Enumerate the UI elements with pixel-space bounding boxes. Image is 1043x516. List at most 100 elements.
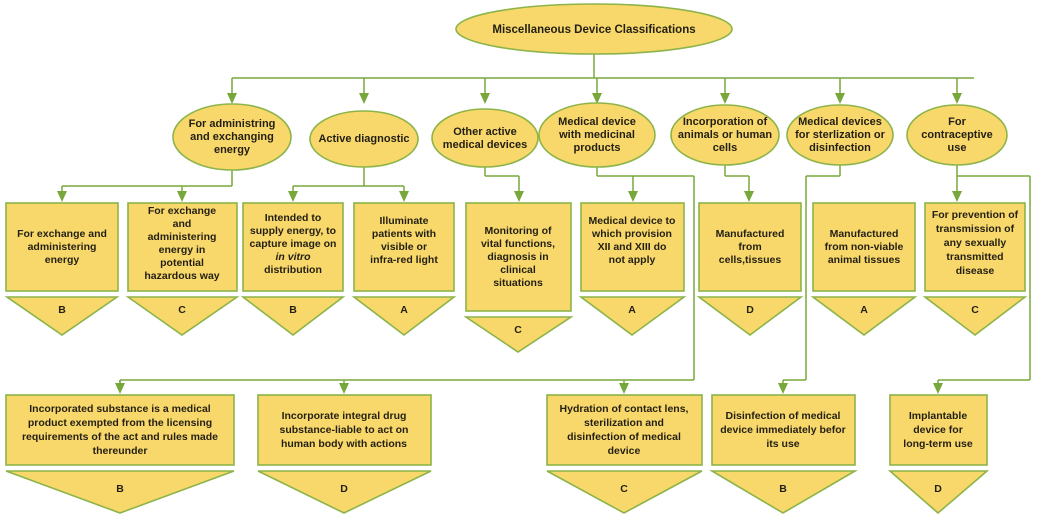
d3-label: distribution (264, 264, 322, 276)
node-e4[interactable]: Disinfection of medical device immediate… (711, 394, 856, 466)
d5-classification: C (514, 324, 522, 336)
d8-classification: A (860, 304, 868, 316)
classification-d5[interactable]: C (463, 316, 574, 353)
classification-d9[interactable]: C (922, 296, 1028, 337)
e2-label: substance-liable to act on (280, 424, 409, 436)
e5-label: long-term use (903, 438, 973, 450)
node-e3[interactable]: Hydration of contact lens, sterilization… (546, 394, 703, 466)
root-label: Miscellaneous Device Classifications (492, 24, 695, 36)
d9-label: transmitted (946, 251, 1003, 263)
d2-label: For exchange (148, 205, 216, 217)
e4-classification: B (779, 483, 787, 495)
arrowhead-e5 (933, 383, 943, 394)
node-cat3[interactable]: Other active medical devices (431, 108, 539, 168)
classification-d6[interactable]: A (578, 296, 687, 336)
classification-d7[interactable]: D (696, 296, 804, 336)
classification-d2[interactable]: C (125, 296, 240, 336)
node-d2[interactable]: For exchange and administering energy in… (127, 202, 238, 292)
classification-d1[interactable]: B (4, 296, 120, 336)
cat6-label: disinfection (809, 142, 871, 154)
classification-e3[interactable]: C (546, 470, 703, 514)
e4-label: its use (766, 438, 799, 450)
classification-e5[interactable]: D (887, 470, 990, 515)
d6-label: not apply (609, 254, 656, 266)
arrowhead-cat4 (592, 93, 602, 104)
cat6-ellipse (786, 104, 894, 166)
e4-triangle (709, 470, 858, 514)
classification-e4[interactable]: B (709, 470, 858, 514)
cat3-label: Other active (453, 126, 517, 138)
node-d1[interactable]: For exchange and administering energy (5, 202, 119, 292)
node-d8[interactable]: Manufactured from non-viable animal tiss… (812, 202, 916, 292)
cat2-ellipse (309, 110, 419, 168)
e3-rect (546, 394, 703, 466)
e2-classification: D (340, 483, 348, 495)
cat1-label: For administring (189, 118, 276, 130)
arrowhead-cat6 (835, 93, 845, 104)
node-cat2[interactable]: Active diagnostic (309, 110, 419, 168)
arrowhead-cat2 (359, 93, 369, 104)
node-cat7[interactable]: For contraceptive use (906, 104, 1008, 166)
e2-rect (257, 394, 432, 466)
connector-cat4-split (596, 164, 695, 380)
node-d9[interactable]: For prevention of transmission of any se… (924, 202, 1026, 292)
d5-label: diagnosis in (487, 251, 548, 263)
e3-label: Hydration of contact lens, (560, 403, 689, 415)
cat6-label: Medical devices (798, 116, 882, 128)
node-d3[interactable]: Intended to supply energy, to capture im… (242, 202, 344, 292)
cat4-label: products (573, 142, 620, 154)
d6-rect (580, 202, 685, 292)
node-d5[interactable]: Monitoring of vital functions, diagnosis… (465, 202, 572, 312)
e1-label: requirements of the act and rules made (22, 431, 218, 443)
d9-label: For prevention of (932, 209, 1019, 221)
connector-bottom-left-bus (119, 379, 694, 386)
node-e1[interactable]: Incorporated substance is a medical prod… (5, 394, 235, 466)
node-e5[interactable]: Implantable device for long-term use (889, 394, 988, 466)
arrowhead-e4 (778, 383, 788, 394)
classification-e2[interactable]: D (257, 470, 432, 514)
d2-triangle (125, 296, 240, 336)
d9-triangle (922, 296, 1028, 337)
classification-d4[interactable]: A (351, 296, 457, 337)
e1-triangle (5, 470, 235, 514)
d5-label: Monitoring of (484, 225, 552, 237)
node-d4[interactable]: Illuminate patients with visible or infr… (353, 202, 455, 292)
d1-classification: B (58, 304, 66, 316)
cat5-label: animals or human (678, 129, 772, 141)
cat7-label: contraceptive (921, 129, 993, 141)
e3-classification: C (620, 483, 628, 495)
cat4-label: Medical device (558, 116, 636, 128)
classification-e1[interactable]: B (5, 470, 235, 514)
cat4-ellipse (538, 102, 656, 168)
e5-label: Implantable (909, 410, 968, 422)
d6-classification: A (628, 304, 636, 316)
e3-label: sterilization and (584, 417, 664, 429)
arrowhead-d3 (288, 191, 298, 202)
cat7-ellipse (906, 104, 1008, 166)
e1-label: Incorporated substance is a medical (29, 403, 211, 415)
d4-label: Illuminate (379, 215, 428, 227)
d3-label-italic: in vitro (275, 251, 311, 263)
classification-d8[interactable]: A (810, 296, 918, 336)
classification-d3[interactable]: B (240, 296, 346, 337)
node-cat4[interactable]: Medical device with medicinal products (538, 102, 656, 168)
d9-rect (924, 202, 1026, 292)
node-root[interactable]: Miscellaneous Device Classifications (455, 3, 733, 55)
d4-label: infra-red light (370, 254, 438, 266)
node-cat6[interactable]: Medical devices for sterlization or disi… (786, 104, 894, 166)
cat1-label: and exchanging (190, 131, 274, 143)
d4-rect (353, 202, 455, 292)
node-d7[interactable]: Manufactured from cells,tissues (698, 202, 802, 292)
cat3-ellipse (431, 108, 539, 168)
node-cat5[interactable]: Incorporation of animals or human cells (670, 104, 780, 166)
connector-cat6-split (805, 164, 841, 380)
node-cat1[interactable]: For administring and exchanging energy (172, 103, 292, 171)
d8-label: Manufactured (830, 228, 899, 240)
d7-label: Manufactured (716, 228, 785, 240)
arrowhead-d7 (744, 191, 754, 202)
node-d6[interactable]: Medical device to which provision XII an… (580, 202, 685, 292)
e4-label: device immediately befor (720, 424, 845, 436)
d6-label: Medical device to (589, 215, 676, 227)
node-e2[interactable]: Incorporate integral drug substance-liab… (257, 394, 432, 466)
